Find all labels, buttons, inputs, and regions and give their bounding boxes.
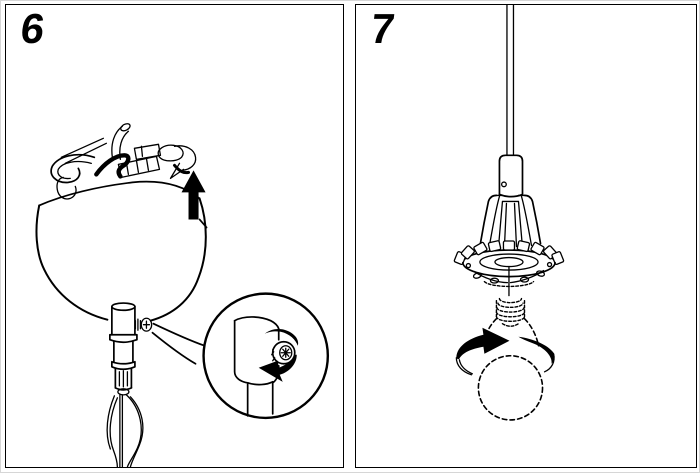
- shade-holder-ring: [453, 240, 565, 297]
- screw-thread-dashed: [495, 297, 526, 322]
- cord-wires: [106, 394, 144, 467]
- step-7-panel: 7: [355, 4, 697, 468]
- rotate-bulb-arrow-icon: [455, 327, 555, 376]
- screw-icon: [134, 317, 153, 332]
- up-arrow-icon: [181, 170, 208, 229]
- canopy-rim: [38, 180, 201, 207]
- rotate-tighten-arrow-icon: [258, 329, 299, 382]
- cord: [506, 5, 515, 156]
- step-6-panel: 6: [5, 4, 344, 468]
- step-6-illustration: [35, 123, 330, 467]
- ceiling-bracket-hook: [50, 123, 197, 200]
- socket-cage: [479, 194, 542, 249]
- step-7-illustration: [453, 5, 565, 421]
- magnifier-detail-circle: [151, 292, 330, 420]
- socket-stem: [109, 302, 138, 396]
- magnified-screw-icon: [271, 340, 296, 365]
- canopy-dome: [35, 197, 207, 322]
- cord-grip-cap: [498, 154, 524, 198]
